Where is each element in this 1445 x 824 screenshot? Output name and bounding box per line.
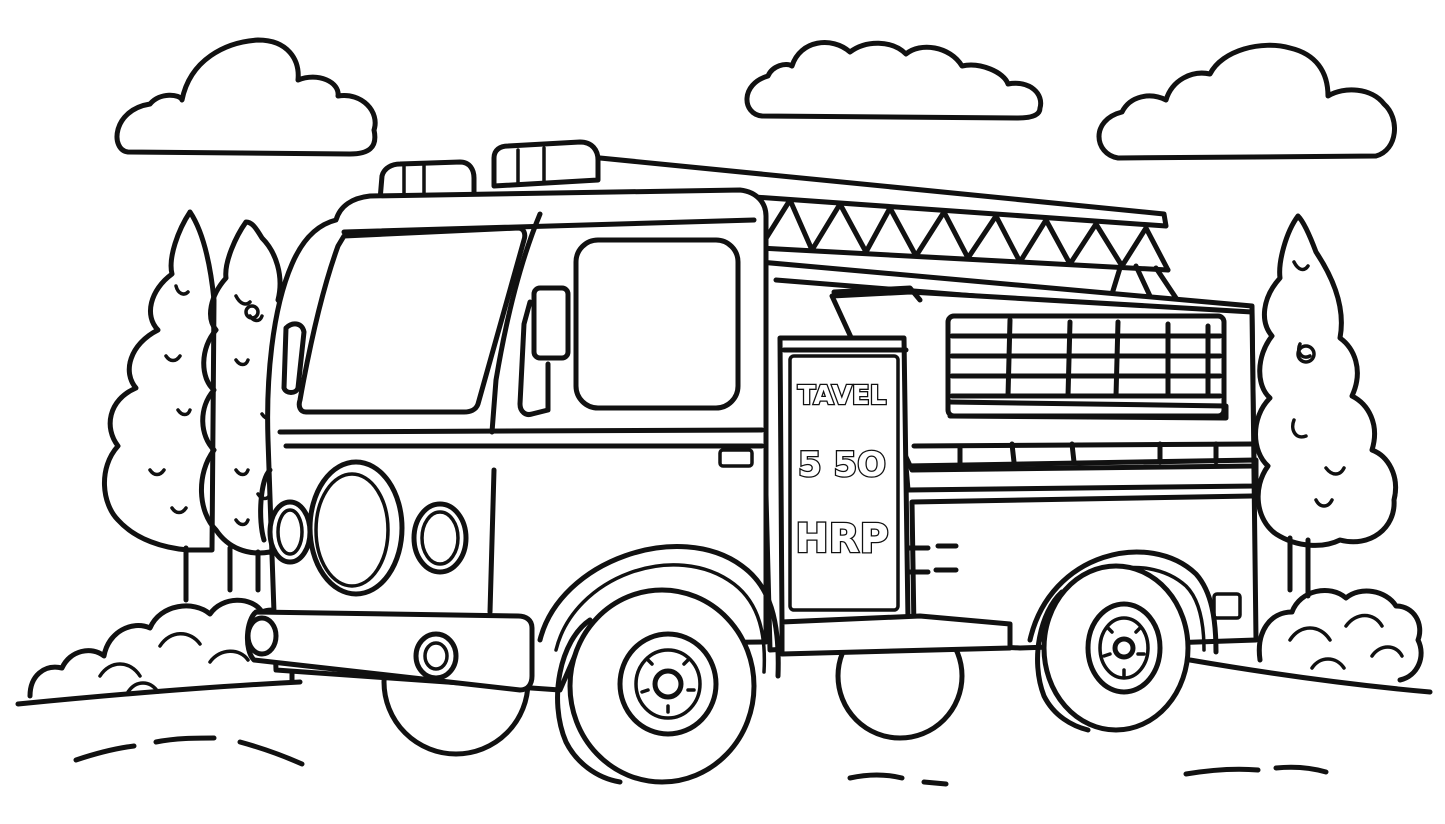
cab-front-edge: [258, 467, 273, 543]
ladder-rungs: [757, 197, 1171, 273]
rear-wheel-arch: [1027, 549, 1219, 655]
ladder-support: [1109, 263, 1179, 301]
cab-roof-line: [341, 217, 757, 235]
front-wheel-rim-ring: [634, 648, 702, 720]
ladder-bottom-rail: [757, 245, 1171, 273]
left-mirror: [281, 321, 307, 395]
windshield: [296, 225, 528, 415]
cab-pillar: [489, 211, 543, 435]
rear-compartment-mid-line: [911, 441, 1255, 449]
vent-grille-slats: [949, 317, 1223, 399]
bush-left-detail: [98, 632, 250, 694]
bush-right-detail: [1288, 613, 1404, 670]
ground-line-left: [15, 679, 303, 707]
tree-right-knot: [1296, 344, 1316, 364]
cloud-right: [1096, 42, 1397, 161]
door-panel-inner: [788, 354, 900, 612]
door-panel-text-3: HRP: [795, 516, 889, 562]
rear-side-lights: [905, 543, 959, 575]
front-wheel-tire-side: [555, 617, 623, 785]
cloud-middle: [744, 40, 1044, 121]
tree-right-marks: [1291, 260, 1346, 508]
rear-compartment-top: [831, 285, 923, 303]
side-window: [573, 237, 741, 411]
vent-grille-ledge: [947, 399, 1229, 421]
tree-left-back: [102, 209, 217, 553]
door-panel-text-1: TAVEL: [798, 381, 887, 411]
front-wheel-arch: [537, 544, 781, 679]
bumper-light-right: [413, 631, 459, 681]
cab-door-handle: [718, 448, 754, 468]
headlight-left-ring: [276, 508, 304, 556]
ladder-top-rail: [597, 155, 1169, 229]
front-wheel-arch-inner: [554, 563, 767, 674]
bush-right: [1256, 588, 1424, 683]
tree-left-front-knot: [244, 304, 260, 320]
door-panel-text-2: 5 5O: [798, 445, 886, 485]
rear-wheel-bolts: [1102, 626, 1146, 678]
roof-light-right-lines: [516, 146, 546, 186]
rear-compartment-lower: [909, 493, 1255, 633]
rear-wheel-rim-ring: [1098, 616, 1150, 680]
tree-left-back-marks: [148, 284, 192, 515]
bumper-light-right-ring: [423, 641, 449, 671]
tree-right: [1253, 213, 1398, 548]
front-wheel-bolts: [640, 658, 696, 714]
cab-belt-line: [277, 427, 765, 449]
tree-left-front-trunk: [227, 545, 261, 593]
headlight-right-ring: [420, 510, 460, 566]
rear-compartment-hooks: [957, 441, 1219, 469]
headlight-big-ring: [314, 472, 390, 588]
roof-light-left-lines: [402, 162, 426, 198]
door-panel-step: [779, 613, 1013, 657]
rear-wheel-hub: [1112, 636, 1136, 660]
rear-wheel-tire-side: [1035, 589, 1091, 733]
tree-right-trunk: [1287, 535, 1311, 599]
side-mirror-arm: [517, 299, 551, 417]
side-mirror: [531, 285, 571, 361]
roof-light-right: [491, 139, 601, 189]
front-wheel-hub: [652, 668, 684, 700]
ground-line-right: [1187, 657, 1433, 695]
cloud-left: [114, 37, 378, 157]
ground-dashes: [73, 735, 1329, 787]
cab-door-line: [487, 467, 497, 615]
bumper-light-left: [245, 615, 279, 657]
